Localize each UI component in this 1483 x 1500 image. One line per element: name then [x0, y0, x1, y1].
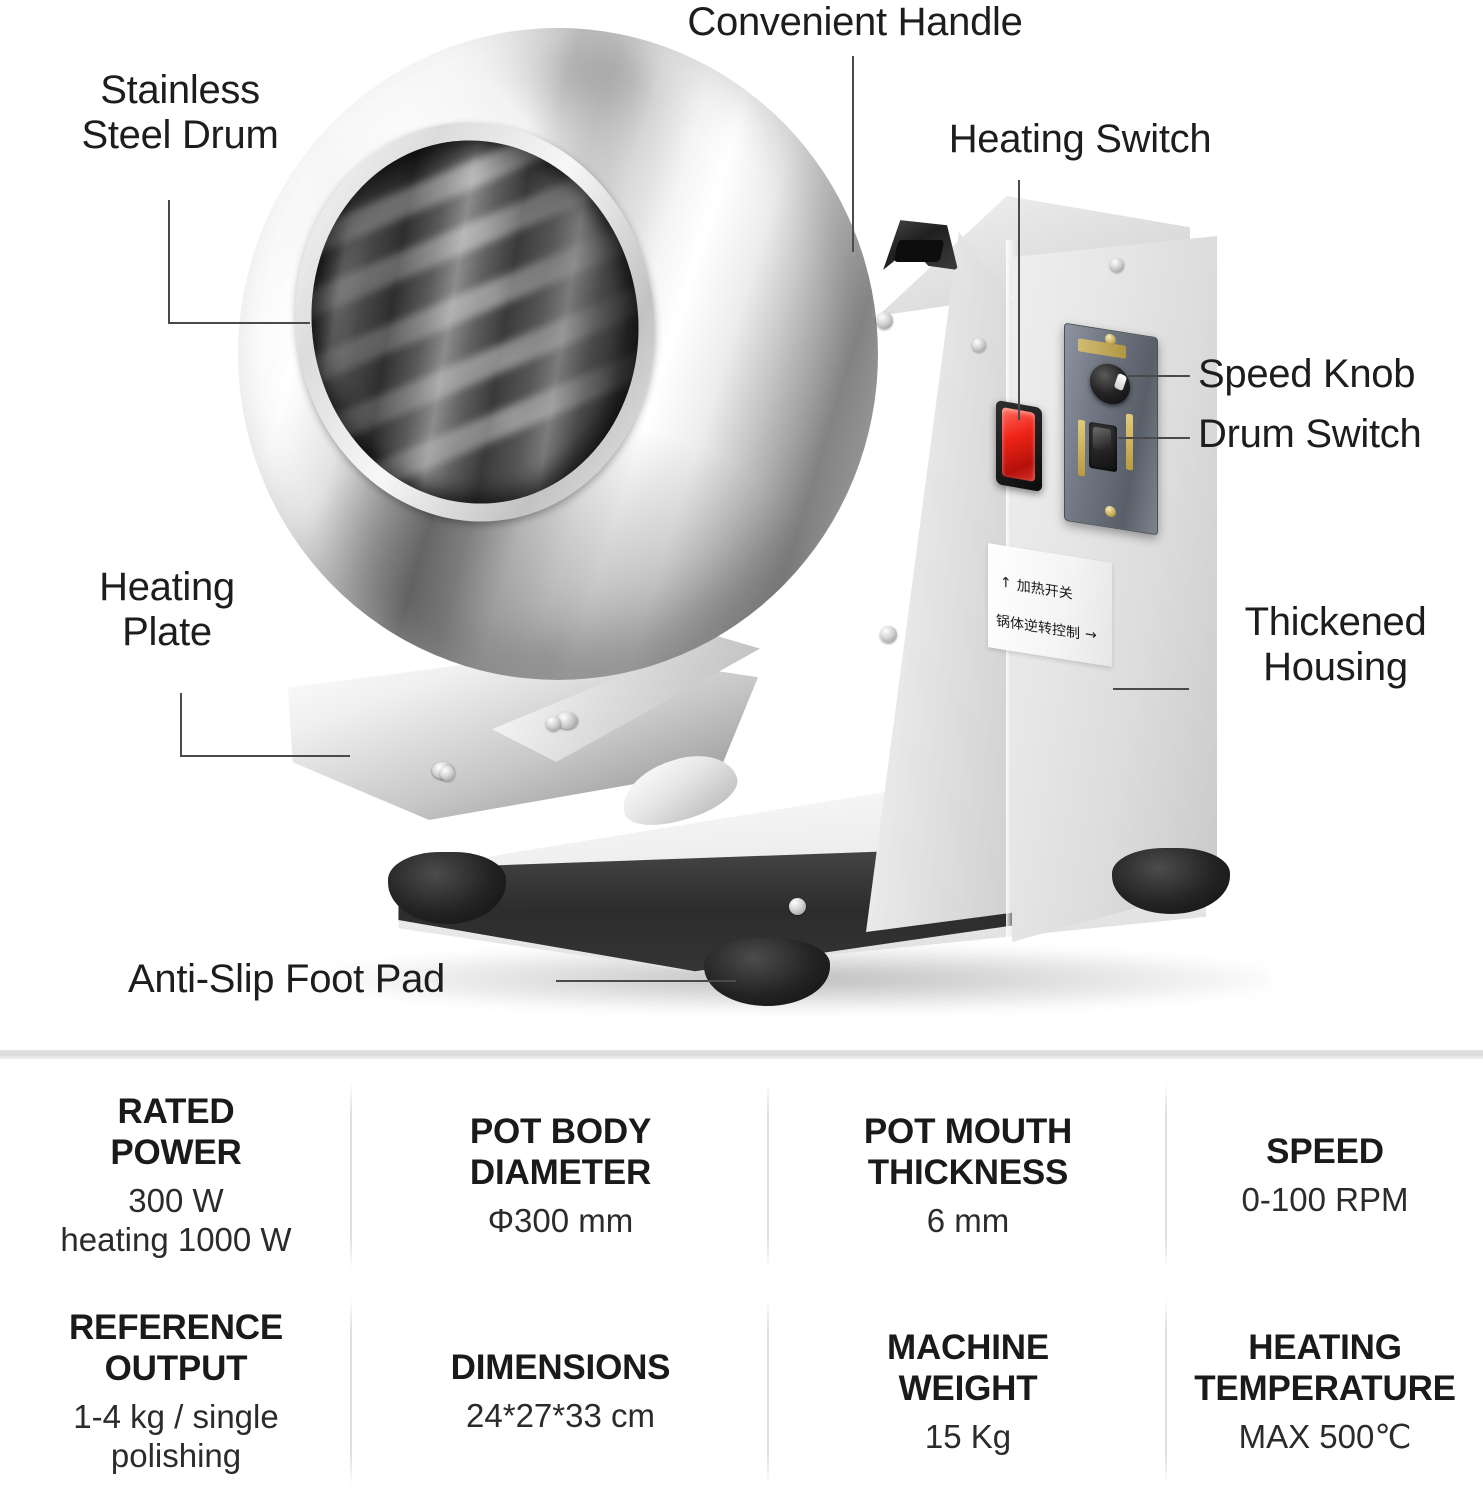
spec-value: 1-4 kg / single polishing	[73, 1397, 279, 1475]
spec-cell-pot-mouth-thickness: POT MOUTH THICKNESS 6 mm	[769, 1068, 1167, 1284]
callout-thickened-housing: Thickened Housing	[1244, 600, 1427, 689]
spec-cell-pot-body-diameter: POT BODY DIAMETER Φ300 mm	[352, 1068, 769, 1284]
leader-line-drum-switch	[1118, 437, 1190, 439]
spec-cell-dimensions: DIMENSIONS 24*27*33 cm	[352, 1284, 769, 1500]
leader-line-heating-plate	[180, 693, 350, 757]
anti-slip-foot-pad	[1112, 848, 1230, 914]
spec-cell-reference-output: REFERENCE OUTPUT 1-4 kg / single polishi…	[0, 1284, 352, 1500]
spec-value: 6 mm	[926, 1201, 1010, 1239]
leader-line-heating-switch	[1018, 180, 1020, 420]
drum-switch-lever[interactable]	[1093, 426, 1111, 452]
spec-value: 15 Kg	[924, 1417, 1012, 1455]
leader-line-stainless-steel-drum	[168, 200, 310, 324]
spec-value: Φ300 mm	[487, 1201, 634, 1239]
up-arrow-icon: ↑	[1000, 574, 1012, 593]
leader-line-anti-slip-foot-pad	[556, 980, 736, 982]
spec-value: 300 W heating 1000 W	[60, 1181, 292, 1259]
housing-screw	[880, 626, 897, 643]
instruction-sticker	[988, 543, 1112, 667]
spec-title: POT BODY DIAMETER	[469, 1111, 652, 1192]
spec-title: HEATING TEMPERATURE	[1194, 1327, 1456, 1408]
spec-value: 0-100 RPM	[1241, 1181, 1409, 1219]
handle-grip-slot	[893, 240, 945, 262]
housing-screw	[972, 338, 986, 352]
anti-slip-foot-pad	[388, 852, 506, 924]
callout-heating-plate: Heating Plate	[99, 565, 235, 654]
leader-line-thickened-housing	[1113, 688, 1189, 690]
spec-value: MAX 500℃	[1238, 1417, 1412, 1455]
callout-convenient-handle: Convenient Handle	[687, 0, 1023, 44]
leader-line-speed-knob	[1128, 375, 1190, 377]
callout-speed-knob: Speed Knob	[1198, 352, 1416, 396]
spec-value: 24*27*33 cm	[466, 1397, 655, 1435]
spec-title: SPEED	[1266, 1132, 1384, 1172]
spec-cell-rated-power: RATED POWER 300 W heating 1000 W	[0, 1068, 352, 1284]
housing-screw	[789, 898, 806, 915]
spec-cell-machine-weight: MACHINE WEIGHT 15 Kg	[769, 1284, 1167, 1500]
spec-title: DIMENSIONS	[450, 1348, 671, 1388]
spec-title: RATED POWER	[110, 1091, 242, 1172]
spec-title: REFERENCE OUTPUT	[68, 1307, 284, 1388]
spec-cell-heating-temperature: HEATING TEMPERATURE MAX 500℃	[1167, 1284, 1483, 1500]
right-arrow-icon: →	[1085, 626, 1097, 644]
spec-cell-speed: SPEED 0-100 RPM	[1167, 1068, 1483, 1284]
housing-screw	[546, 716, 561, 731]
housing-screw	[440, 766, 455, 781]
specifications-grid: RATED POWER 300 W heating 1000 W POT BOD…	[0, 1068, 1483, 1500]
callout-heating-switch: Heating Switch	[948, 117, 1212, 161]
spec-title: MACHINE WEIGHT	[887, 1327, 1049, 1408]
callout-stainless-steel-drum: Stainless Steel Drum	[81, 68, 279, 157]
panel-gold-bar	[1126, 413, 1133, 471]
leader-line-convenient-handle	[852, 56, 854, 252]
product-diagram-section: ↑ 加热开关 锅体逆转控制 → Stainless Steel Drum Con…	[81, 0, 1427, 1012]
machine-illustration: ↑ 加热开关 锅体逆转控制 →	[238, 28, 1270, 1012]
callout-drum-switch: Drum Switch	[1198, 412, 1422, 456]
housing-screw	[1110, 258, 1124, 272]
panel-gold-bar	[1078, 419, 1085, 477]
section-divider	[0, 1050, 1483, 1059]
anti-slip-foot-pad	[704, 938, 830, 1006]
housing-screw	[876, 312, 893, 329]
heating-plate-screw	[556, 712, 578, 729]
callout-anti-slip-foot-pad: Anti-Slip Foot Pad	[128, 957, 445, 1001]
spec-title: POT MOUTH THICKNESS	[863, 1111, 1073, 1192]
